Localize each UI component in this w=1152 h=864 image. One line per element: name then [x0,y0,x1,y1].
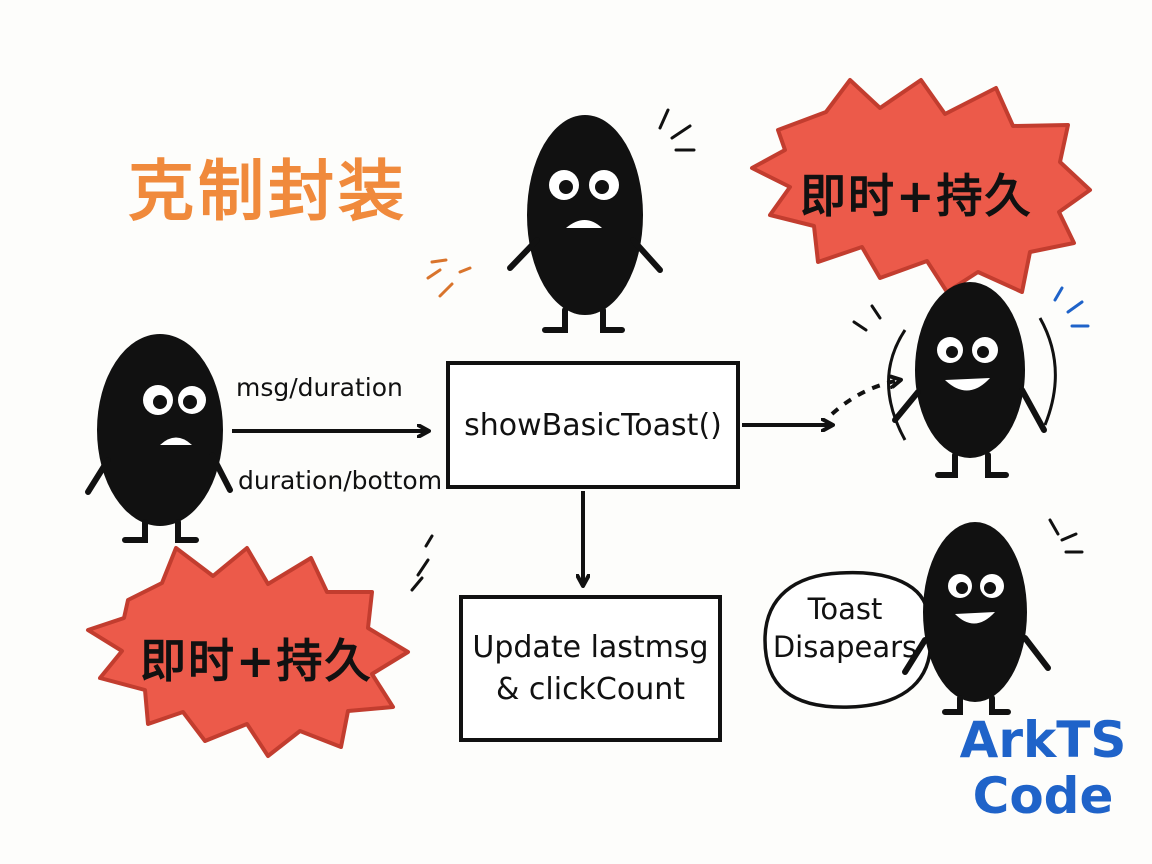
input-label-bottom: duration/bottom [238,466,443,495]
update-box-line1: Update lastmsg [472,629,709,665]
speech-bubble-text: Toast Disapears [770,590,920,666]
speech-bubble-line2: Disapears [772,630,918,664]
footer-line1: ArkTS [959,711,1127,769]
footer-line2: Code [972,767,1114,825]
burst-label-top-right: 即时+持久 [800,169,1033,223]
diagram-title: 克制封装 [128,153,408,230]
character-smiling [410,518,1084,715]
speech-bubble-line1: Toast [807,592,883,626]
function-box-label: showBasicToast() [464,407,722,443]
function-box: showBasicToast() [446,361,740,489]
footer-label: ArkTS Code [958,712,1128,824]
starburst-bottom-left [86,546,410,758]
update-box-line2: & clickCount [495,671,686,707]
starburst-top-right [750,78,1092,294]
update-box: Update lastmsg & clickCount [459,595,722,742]
input-label-top: msg/duration [236,373,403,402]
dotted-arrow [830,380,900,416]
burst-label-bottom-left: 即时+持久 [140,634,373,688]
character-scared [85,334,233,543]
character-worried [426,108,696,333]
speech-bubble-shape [763,570,947,709]
character-happy [852,282,1090,478]
